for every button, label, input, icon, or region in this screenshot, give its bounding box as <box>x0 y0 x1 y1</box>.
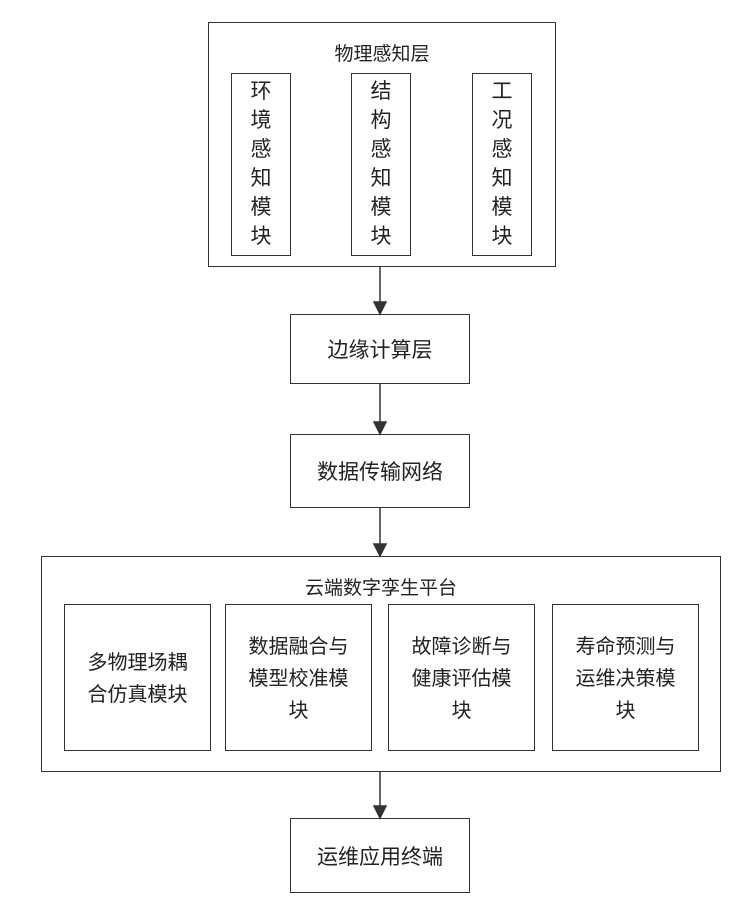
connector-arrows <box>0 0 755 917</box>
